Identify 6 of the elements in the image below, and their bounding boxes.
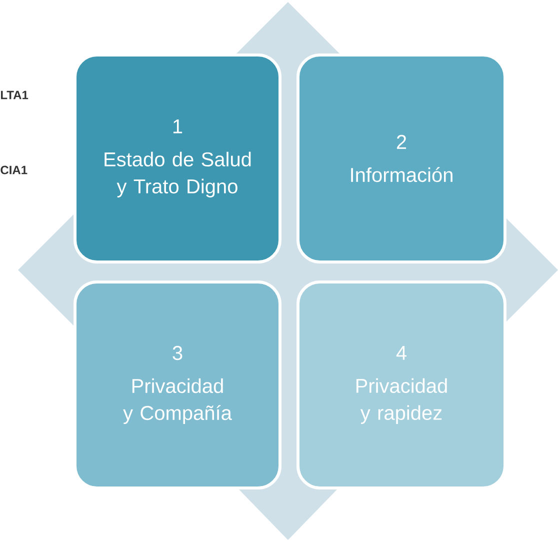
tile: 2 Información: [296, 54, 506, 264]
tile: 3 Privacidad y Compañía: [74, 280, 282, 490]
label: LTA1: [1, 90, 28, 100]
label: CIA1: [0, 166, 28, 174]
tile: 1 Estado de Salud y Trato Digno: [74, 54, 282, 264]
tile: 4 Privacidad y rapidez: [296, 280, 506, 490]
